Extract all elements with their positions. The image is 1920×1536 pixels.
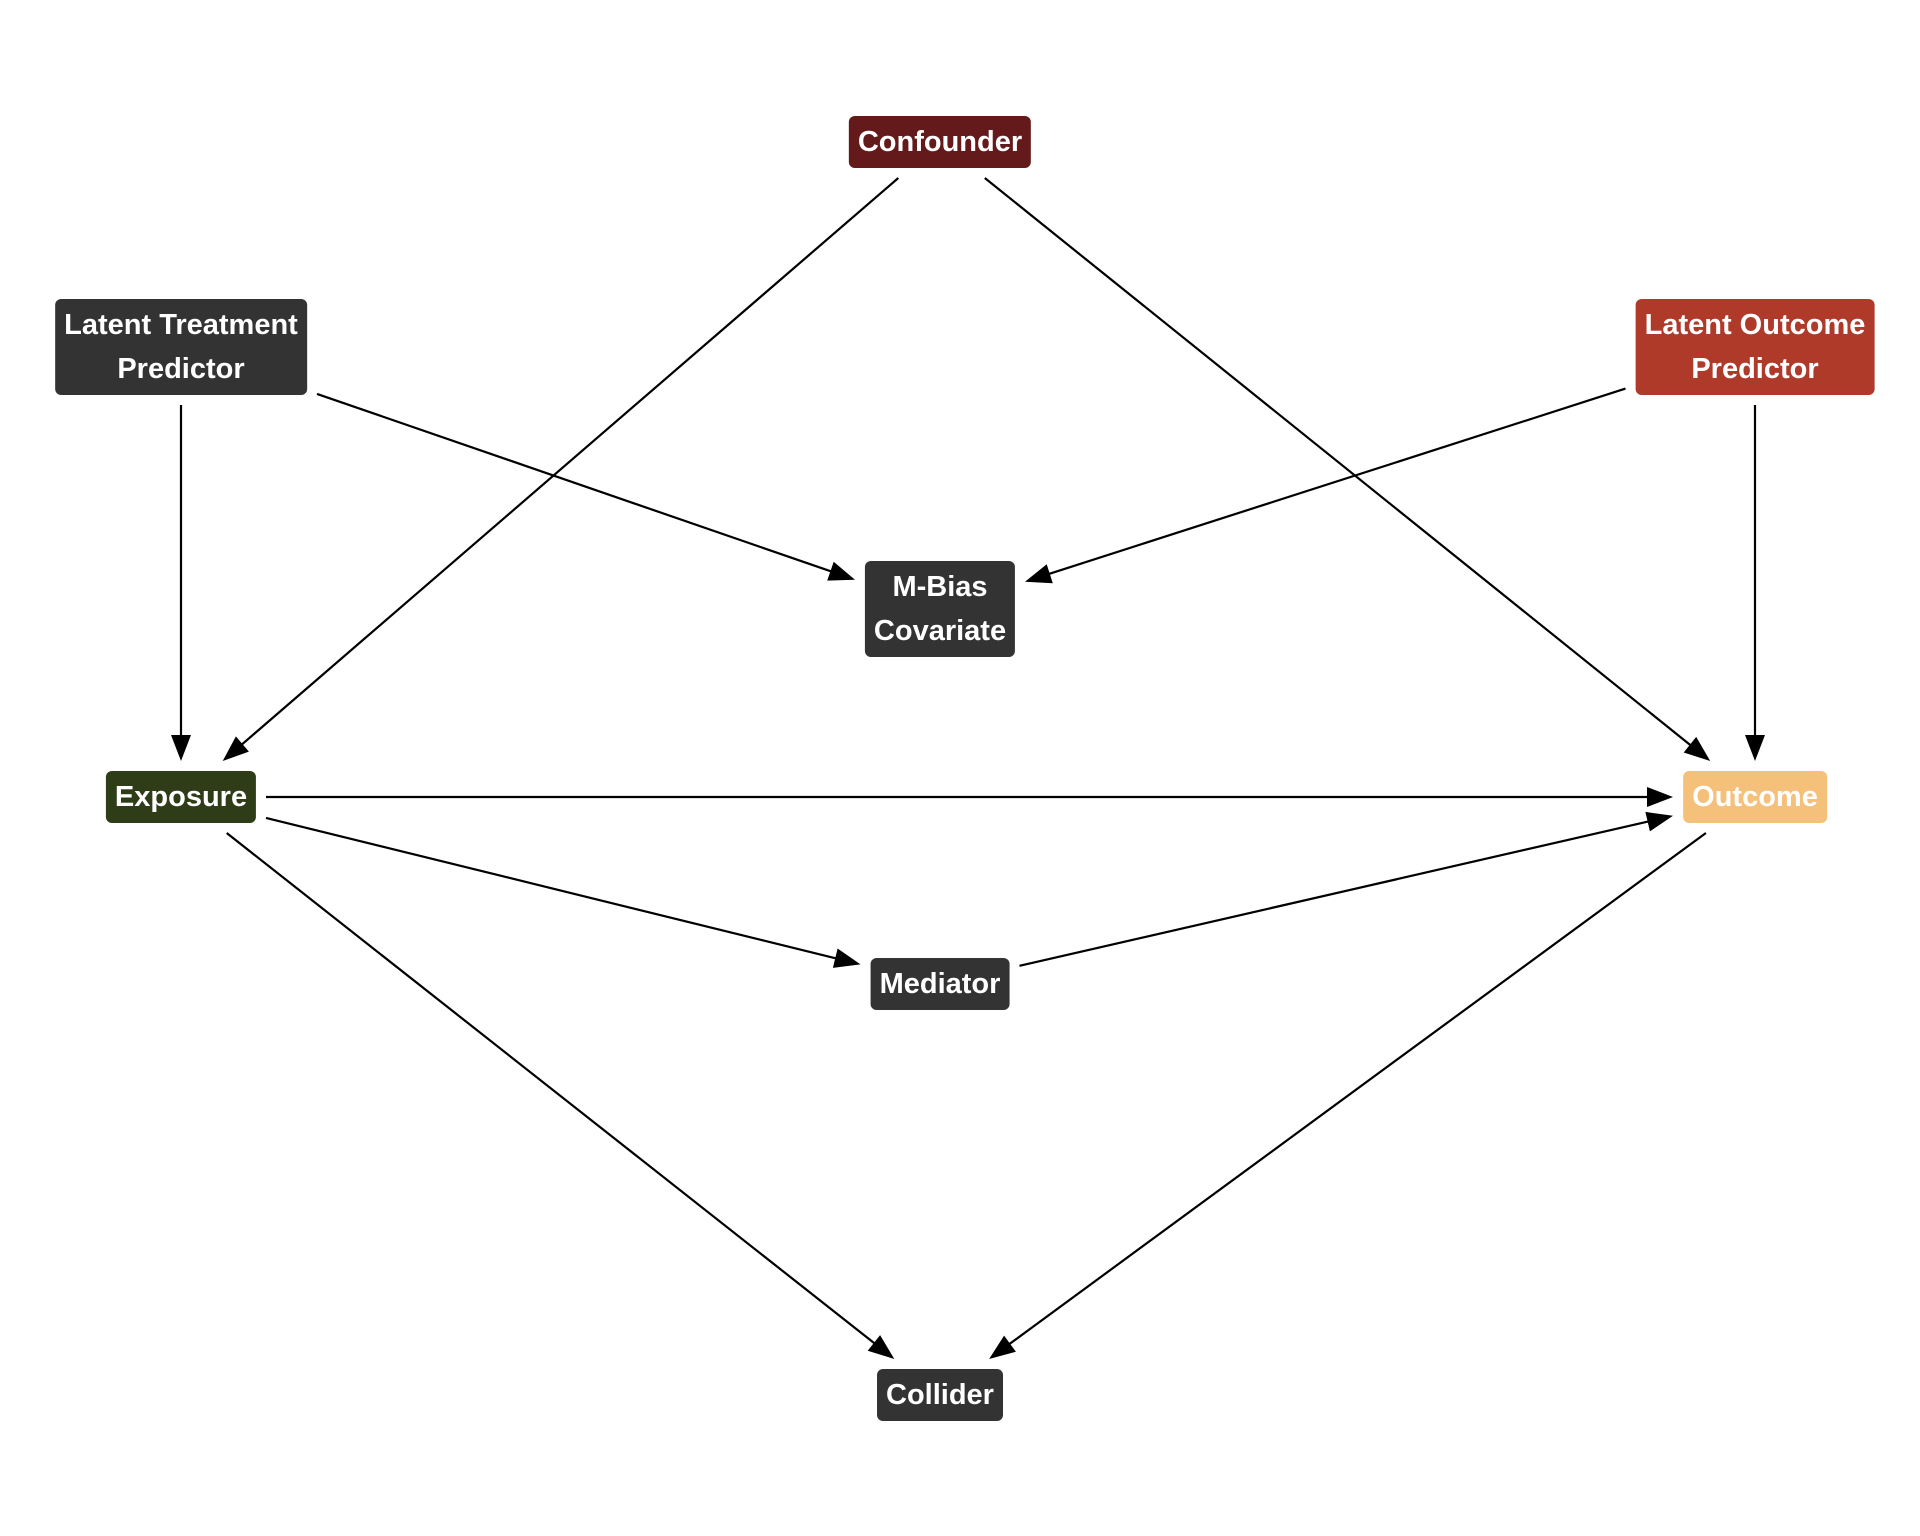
arrowhead-icon	[1025, 564, 1053, 584]
arrowhead-icon	[1647, 787, 1673, 807]
node-label-line: Mediator	[879, 968, 1001, 1000]
edges-layer	[171, 177, 1765, 1359]
arrowhead-icon	[867, 1335, 895, 1359]
edge-line	[1019, 820, 1650, 967]
arrowhead-icon	[171, 735, 191, 761]
edge-mediator-to-outcome	[1019, 811, 1673, 967]
node-label-line: Confounder	[857, 126, 1023, 158]
edge-line	[316, 392, 833, 573]
edge-line	[240, 177, 900, 747]
edge-line	[226, 832, 877, 1345]
arrowhead-icon	[989, 1335, 1016, 1359]
node-latent-treatment-predictor: Latent Treatment Predictor	[55, 299, 307, 395]
node-label-line: Outcome	[1692, 781, 1818, 813]
node-label-line: Predictor	[117, 353, 245, 385]
node-mediator: Mediator	[870, 958, 1010, 1010]
node-label-line: M-Bias	[892, 571, 988, 603]
node-collider: Collider	[877, 1369, 1003, 1421]
node-exposure: Exposure	[105, 771, 257, 823]
edge-line	[265, 816, 838, 960]
edge-outcome-to-collider	[989, 832, 1707, 1359]
edge-exposure-to-mediator	[265, 816, 861, 968]
edge-latent_outcome-to-mbias	[1025, 387, 1626, 584]
arrowhead-icon	[827, 561, 855, 581]
edge-latent_treatment-to-exposure	[171, 405, 191, 761]
node-outcome: Outcome	[1683, 771, 1827, 823]
edge-confounder-to-exposure	[222, 177, 900, 761]
node-label-line: Latent Treatment	[64, 309, 298, 341]
node-label-line: Exposure	[114, 781, 248, 813]
node-label-line: Predictor	[1691, 353, 1819, 385]
edge-latent_treatment-to-mbias	[316, 392, 855, 581]
node-m-bias-covariate: M-Bias Covariate	[864, 561, 1016, 657]
node-confounder: Confounder	[848, 116, 1032, 168]
edge-line	[1047, 387, 1626, 576]
node-label-line: Latent Outcome	[1644, 309, 1866, 341]
node-label-line: Covariate	[873, 615, 1007, 647]
node-label-line: Collider	[886, 1379, 994, 1411]
arrowhead-icon	[1745, 735, 1765, 761]
edge-latent_outcome-to-outcome	[1745, 405, 1765, 761]
edge-confounder-to-outcome	[984, 177, 1711, 761]
edge-exposure-to-outcome	[266, 787, 1673, 807]
edge-line	[1007, 832, 1707, 1346]
edge-line	[984, 177, 1693, 747]
arrowhead-icon	[1683, 736, 1711, 761]
arrowhead-icon	[1645, 811, 1673, 832]
arrowhead-icon	[832, 948, 861, 968]
edge-exposure-to-collider	[226, 832, 895, 1359]
node-latent-outcome-predictor: Latent Outcome Predictor	[1635, 299, 1875, 395]
arrowhead-icon	[222, 736, 249, 761]
